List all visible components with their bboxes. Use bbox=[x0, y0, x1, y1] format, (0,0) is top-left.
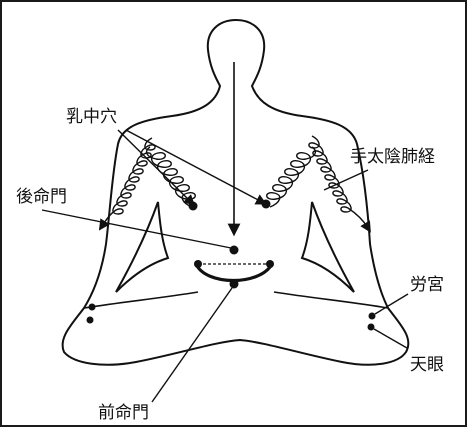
label-zenmeimon: 前命門 bbox=[98, 403, 149, 423]
body-outline bbox=[63, 20, 409, 365]
point-left-nipple bbox=[189, 202, 198, 211]
leader-koumeimon bbox=[42, 210, 231, 248]
point-pelvic-left bbox=[194, 260, 202, 268]
point-zenmeimon bbox=[230, 280, 239, 289]
leader-nyuchuketsu-left bbox=[118, 130, 191, 202]
label-koumeimon: 後命門 bbox=[16, 187, 67, 207]
pelvic-curve bbox=[196, 264, 272, 281]
point-tengan bbox=[368, 324, 375, 331]
right-arm-gap bbox=[302, 202, 354, 292]
leader-zenmeimon bbox=[152, 288, 232, 402]
leader-tengan bbox=[374, 329, 407, 348]
point-right-nipple bbox=[262, 200, 271, 209]
point-pelvic-right bbox=[266, 260, 274, 268]
point-roukyuu bbox=[369, 313, 376, 320]
right-leg-line bbox=[274, 292, 388, 308]
right-spiral-inner bbox=[267, 147, 316, 207]
label-roukyuu: 労宮 bbox=[410, 275, 444, 295]
left-spiral-inner bbox=[147, 147, 196, 207]
leader-nyuchuketsu-right bbox=[126, 130, 262, 202]
point-left-palm-1 bbox=[89, 304, 96, 311]
left-arm-gap bbox=[116, 202, 168, 292]
point-koumeimon bbox=[230, 246, 239, 255]
label-tengan: 天眼 bbox=[410, 355, 444, 375]
left-leg-line bbox=[84, 292, 198, 308]
label-nyuchuketsu: 乳中穴 bbox=[66, 107, 117, 127]
label-shutaiin-haikei: 手太陰肺経 bbox=[350, 147, 435, 167]
point-left-palm-2 bbox=[87, 317, 94, 324]
